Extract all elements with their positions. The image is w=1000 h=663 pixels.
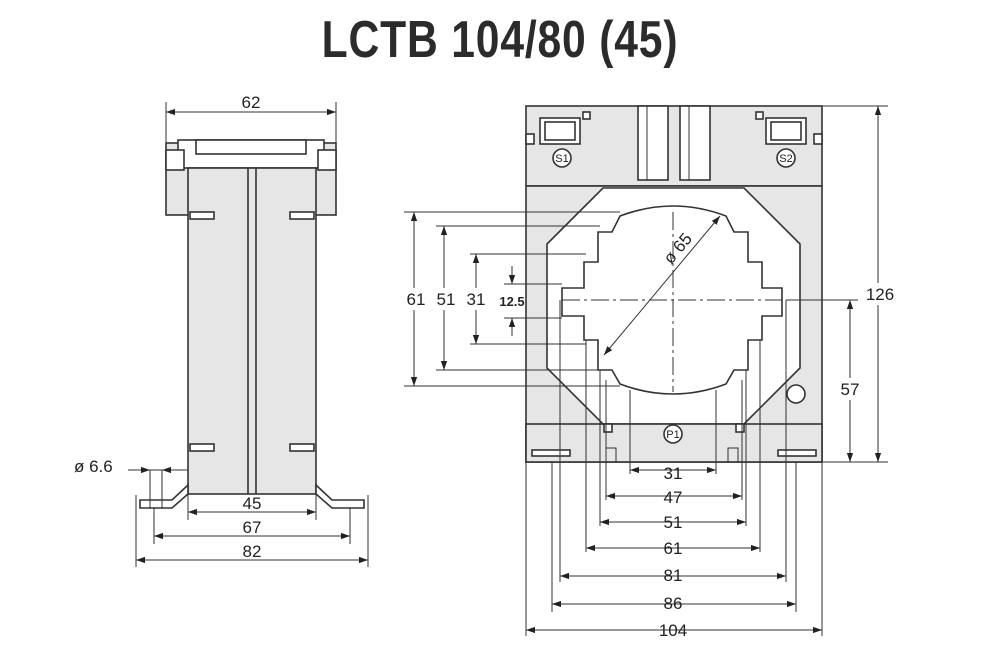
dim-width-61: 61 <box>664 539 683 558</box>
side-view: 62 ø 6.6 45 67 82 <box>74 93 369 567</box>
terminal-s1-screw <box>552 148 572 168</box>
dim-82: 82 <box>243 542 262 561</box>
earth-screw <box>786 384 806 404</box>
dim-width-47: 47 <box>664 488 683 507</box>
side-foot-right <box>315 483 365 509</box>
dim-width-86: 86 <box>664 594 683 613</box>
side-foot-left <box>139 483 189 509</box>
terminal-p1-label: P1 <box>666 429 679 441</box>
dim-height-126: 126 <box>866 285 894 304</box>
dim-width-104: 104 <box>659 621 687 640</box>
front-view: S1 S2 ø 65 P1 <box>400 105 900 640</box>
dim-45: 45 <box>243 494 262 513</box>
dim-width-31: 31 <box>664 464 683 483</box>
terminal-s2-screw <box>776 148 796 168</box>
dim-width-51: 51 <box>664 513 683 532</box>
dim-height-31: 31 <box>467 290 486 309</box>
terminal-s1-label: S1 <box>555 153 568 165</box>
dim-width-81: 81 <box>664 566 683 585</box>
dim-height-57: 57 <box>841 380 860 399</box>
dim-height-61: 61 <box>407 290 426 309</box>
side-body <box>187 167 317 495</box>
dim-67: 67 <box>243 518 262 537</box>
dim-hole-6-6: ø 6.6 <box>74 457 113 476</box>
drawing-title: LCTB 104/80 (45) <box>321 11 679 69</box>
dim-height-51: 51 <box>437 290 456 309</box>
dim-62: 62 <box>242 93 261 112</box>
busbar-clamp-right <box>679 105 711 181</box>
terminal-s2-label: S2 <box>779 153 792 165</box>
busbar-clamp-left <box>637 105 669 181</box>
dim-height-12-5: 12.5 <box>499 294 524 309</box>
